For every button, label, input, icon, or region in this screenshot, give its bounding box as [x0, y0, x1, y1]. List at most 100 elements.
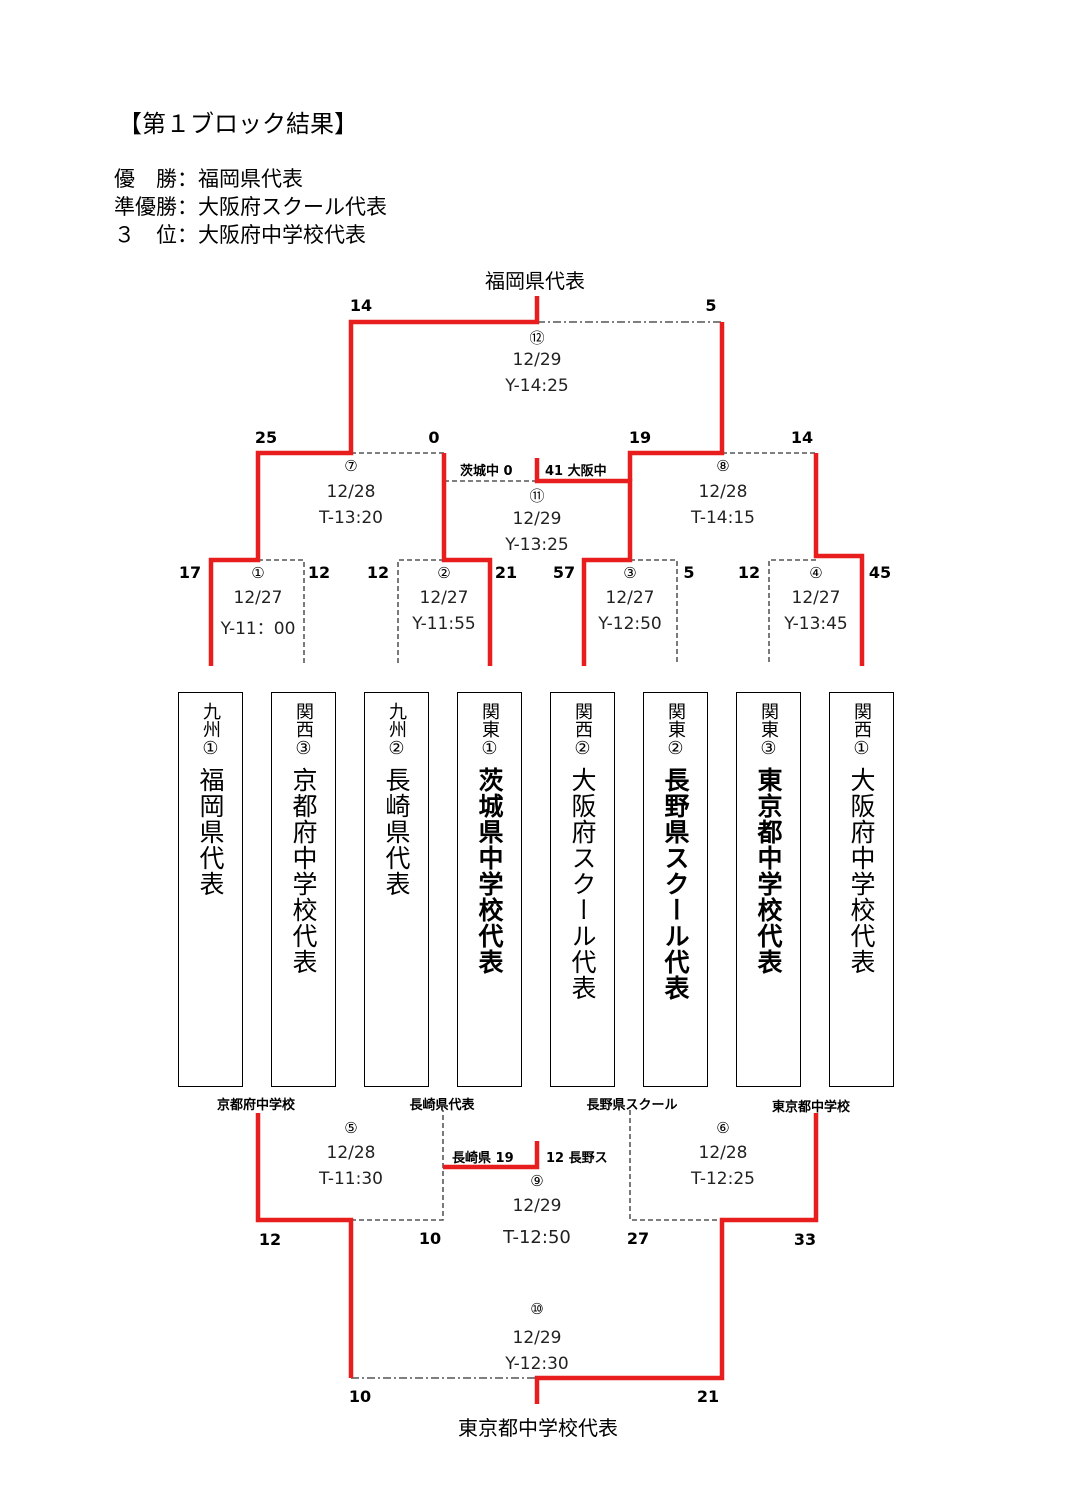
result-label: 優 勝	[114, 167, 177, 191]
result-sep: ：	[177, 167, 198, 191]
game-date: 12/28	[698, 1143, 748, 1163]
team-region: 関西②	[572, 701, 593, 759]
team-box: 関西① 大阪府中学校代表	[829, 692, 894, 1087]
game-time: Y-12:50	[598, 614, 662, 634]
game-date: 12/27	[605, 588, 655, 608]
win-path-osaka-jh	[813, 453, 865, 666]
consolation-team-label: 東京都中学校	[771, 1100, 851, 1115]
game-number: ③	[623, 564, 637, 582]
game-number: ⑪	[529, 487, 545, 505]
consolation-team-label: 長崎県代表	[409, 1098, 475, 1113]
score: 21	[494, 563, 518, 582]
page-title: 【第１ブロック結果】	[118, 110, 358, 138]
team-region: 関西③	[293, 701, 314, 759]
team-box: 関東② 長野県スクール代表	[643, 692, 708, 1087]
game-number: ④	[809, 564, 823, 582]
game-date: 12/29	[512, 350, 562, 370]
score: 57	[552, 563, 576, 582]
game-time: Y-12:30	[505, 1354, 569, 1374]
score: 12	[737, 563, 761, 582]
score: 25	[254, 428, 278, 447]
game-date: 12/28	[698, 482, 748, 502]
team-box: 関西② 大阪府スクール代表	[550, 692, 615, 1087]
result-runner-up: 準優勝：大阪府スクール代表	[114, 191, 387, 221]
loss-lines	[258, 321, 816, 1379]
team-name: 福岡県代表	[196, 767, 225, 897]
win-path-fukuoka	[208, 296, 540, 666]
score: 21	[696, 1387, 720, 1406]
score: 5	[683, 563, 695, 582]
game-number: ⑨	[530, 1172, 544, 1190]
game-number: ⑦	[344, 457, 358, 475]
score: 17	[178, 563, 202, 582]
game-number: ⑩	[530, 1300, 544, 1318]
semifinal-score-right: 41 大阪中	[545, 464, 607, 479]
top-winner: 福岡県代表	[485, 269, 585, 293]
team-box: 関東③ 東京都中学校代表	[736, 692, 801, 1087]
team-box: 関東① 茨城県中学校代表	[457, 692, 522, 1087]
game-number: ⑤	[344, 1119, 358, 1137]
consolation-team-label: 京都府中学校	[216, 1098, 296, 1113]
game-time: T-14:15	[691, 508, 755, 528]
team-name: 大阪府中学校代表	[847, 767, 876, 975]
game-date: 12/27	[419, 588, 469, 608]
score: 10	[348, 1387, 372, 1406]
loss-line	[768, 559, 816, 665]
game-date: 12/28	[326, 1143, 376, 1163]
game-time: Y-13:45	[784, 614, 848, 634]
win-path-ibaraki	[441, 453, 493, 666]
win-path-nagasaki	[443, 1141, 540, 1170]
win-lines	[208, 296, 865, 1404]
result-sep: ：	[177, 223, 198, 247]
result-team: 大阪府スクール代表	[198, 195, 387, 219]
score: 14	[349, 296, 373, 315]
game-number: ②	[437, 564, 451, 582]
score: 14	[790, 428, 814, 447]
game-date: 12/27	[791, 588, 841, 608]
team-region: 関東②	[665, 701, 686, 759]
win-path-kyoto	[255, 1113, 354, 1378]
game-time: T-11:30	[319, 1169, 383, 1189]
win-path-tokyo	[534, 1113, 819, 1404]
win-path-osaka-school-2	[627, 322, 725, 481]
game-time: T-12:25	[691, 1169, 755, 1189]
score: 45	[868, 563, 892, 582]
result-label: ３ 位	[114, 223, 177, 247]
team-name: 大阪府スクール代表	[568, 767, 597, 1001]
game-time: Y-14:25	[505, 376, 569, 396]
team-box: 九州② 長崎県代表	[364, 692, 429, 1087]
team-region: 九州①	[200, 701, 221, 759]
game-date: 12/28	[326, 482, 376, 502]
score: 10	[418, 1229, 442, 1248]
score: 27	[626, 1229, 650, 1248]
score: 33	[793, 1230, 817, 1249]
game-number: ⑧	[716, 457, 730, 475]
result-label: 準優勝	[114, 195, 177, 219]
bottom-winner: 東京都中学校代表	[458, 1416, 618, 1440]
game-date: 12/29	[512, 1328, 562, 1348]
game-time: T-12:50	[503, 1227, 571, 1248]
score: 12	[307, 563, 331, 582]
semifinal-score-right: 12 長野ス	[546, 1151, 608, 1166]
win-path-osaka-school	[534, 458, 633, 666]
score: 12	[258, 1230, 282, 1249]
game-time: Y-11：00	[220, 619, 296, 639]
team-name: 長崎県代表	[382, 767, 411, 897]
team-region: 関東③	[758, 701, 779, 759]
loss-line	[351, 1110, 444, 1221]
game-number: ①	[251, 564, 265, 582]
semifinal-score-left: 茨城中 0	[460, 464, 513, 479]
result-champion: 優 勝：福岡県代表	[114, 163, 303, 193]
loss-line	[629, 1110, 722, 1221]
semifinal-score-left: 長崎県 19	[452, 1151, 514, 1166]
game-time: Y-11:55	[412, 614, 476, 634]
team-box: 九州① 福岡県代表	[178, 692, 243, 1087]
team-region: 九州②	[386, 701, 407, 759]
loss-line	[397, 559, 444, 665]
team-name: 京都府中学校代表	[289, 767, 318, 975]
result-team: 福岡県代表	[198, 167, 303, 191]
game-number: ⑥	[716, 1119, 730, 1137]
game-date: 12/27	[233, 588, 283, 608]
score: 12	[366, 563, 390, 582]
